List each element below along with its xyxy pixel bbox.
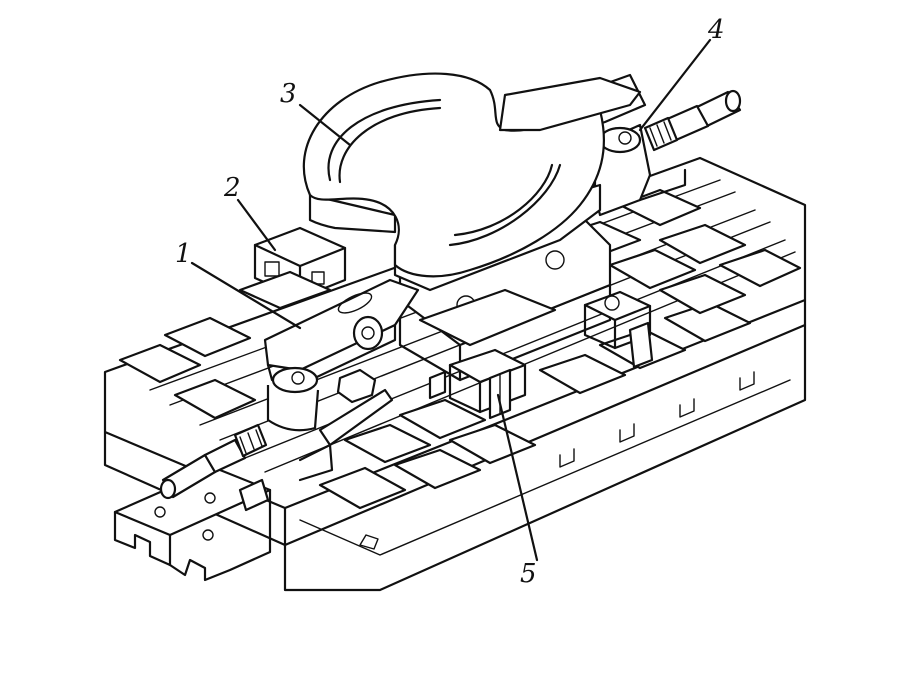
locating-block-5 bbox=[428, 348, 527, 420]
leader-lines bbox=[190, 38, 712, 562]
clamp-lever-1 bbox=[263, 278, 420, 482]
left-hose-fitting bbox=[159, 423, 270, 512]
label-2: 2 bbox=[223, 173, 241, 203]
workpiece-3 bbox=[302, 72, 642, 292]
grid-pads bbox=[118, 188, 802, 510]
support-block-2 bbox=[238, 226, 347, 310]
right-hose-fitting bbox=[643, 89, 742, 152]
label-4: 4 bbox=[707, 15, 725, 45]
right-support-block bbox=[583, 290, 654, 369]
label-3: 3 bbox=[280, 79, 297, 109]
label-5: 5 bbox=[520, 559, 537, 589]
left-rail bbox=[113, 466, 272, 582]
label-1: 1 bbox=[175, 239, 192, 269]
